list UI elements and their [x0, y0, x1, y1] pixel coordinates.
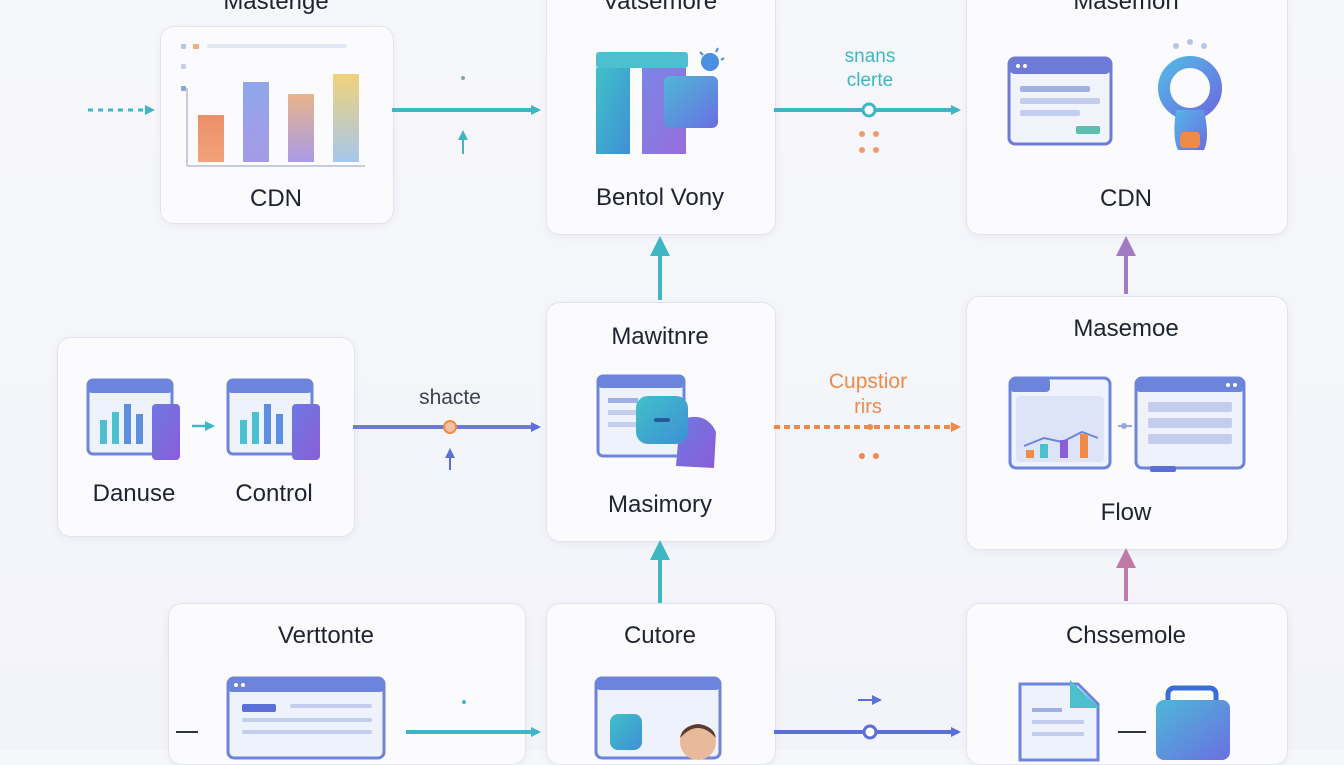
node-top-mid-caption: Bentol Vony: [595, 184, 725, 211]
browser-window-icon: [1007, 56, 1113, 146]
node-top-left-title: Masterige: [223, 0, 329, 15]
edge-mid-left-to-mid-mid: [353, 420, 541, 470]
edge-top-right-label-1: snans: [844, 46, 896, 67]
node-mid-left-caption-left: Danuse: [92, 480, 176, 507]
flow-window-icon: [1134, 376, 1246, 472]
node-bot-left-title: Verttonte: [277, 622, 375, 649]
control-panel-icon: [226, 378, 320, 460]
node-top-right-title: Masemon: [1073, 0, 1179, 15]
node-top-mid-title: Vatsemore: [602, 0, 718, 15]
node-mid-mid-title: Mawitnre: [611, 323, 709, 350]
edge-mid-right-label-1: Cupstior: [828, 370, 908, 393]
briefcase-icon: [1156, 685, 1230, 760]
edge-top-mid-to-top-right: [774, 102, 961, 153]
edge-mid-mid-to-mid-right: [774, 422, 961, 459]
edge-bot-mid-to-mid-mid: [650, 540, 670, 603]
location-ring-icon: [1158, 39, 1222, 150]
node-bot-right-title: Chssemole: [1065, 622, 1187, 649]
node-top-right-caption: CDN: [1100, 185, 1152, 212]
edge-mid-left-label: shacte: [419, 386, 481, 409]
bar-chart-icon: [181, 44, 365, 167]
layout-blocks-icon: [596, 47, 725, 154]
connector-dots-icon: [1118, 423, 1132, 429]
folder-analytics-icon: [1008, 376, 1112, 470]
node-mid-left-caption-right: Control: [235, 480, 313, 507]
edge-mid-right-label-2: rirs: [854, 396, 882, 418]
node-top-left-caption: CDN: [250, 185, 302, 212]
node-mid-right-title: Masemoe: [1073, 315, 1179, 342]
edge-mid-mid-to-top-mid: [650, 236, 670, 300]
edge-bot-mid-to-bot-right: [774, 695, 961, 740]
memory-window-icon: [596, 374, 716, 468]
dashboard-icon: [86, 378, 180, 460]
edge-mid-right-to-top-right: [1116, 236, 1136, 294]
edge-bot-left-to-bot-mid: [406, 700, 541, 737]
edge-top-right-label-2: clerte: [846, 70, 894, 91]
user-window-icon: [594, 676, 722, 760]
edge-bot-right-to-mid-right: [1116, 548, 1136, 601]
node-bot-mid-title: Cutore: [623, 622, 697, 649]
node-mid-right-caption: Flow: [1100, 499, 1152, 526]
list-window-icon: [226, 676, 386, 760]
node-mid-mid-caption: Masimory: [607, 491, 712, 518]
document-icon: [1018, 680, 1100, 762]
edge-top-left-to-top-mid: [392, 76, 541, 154]
